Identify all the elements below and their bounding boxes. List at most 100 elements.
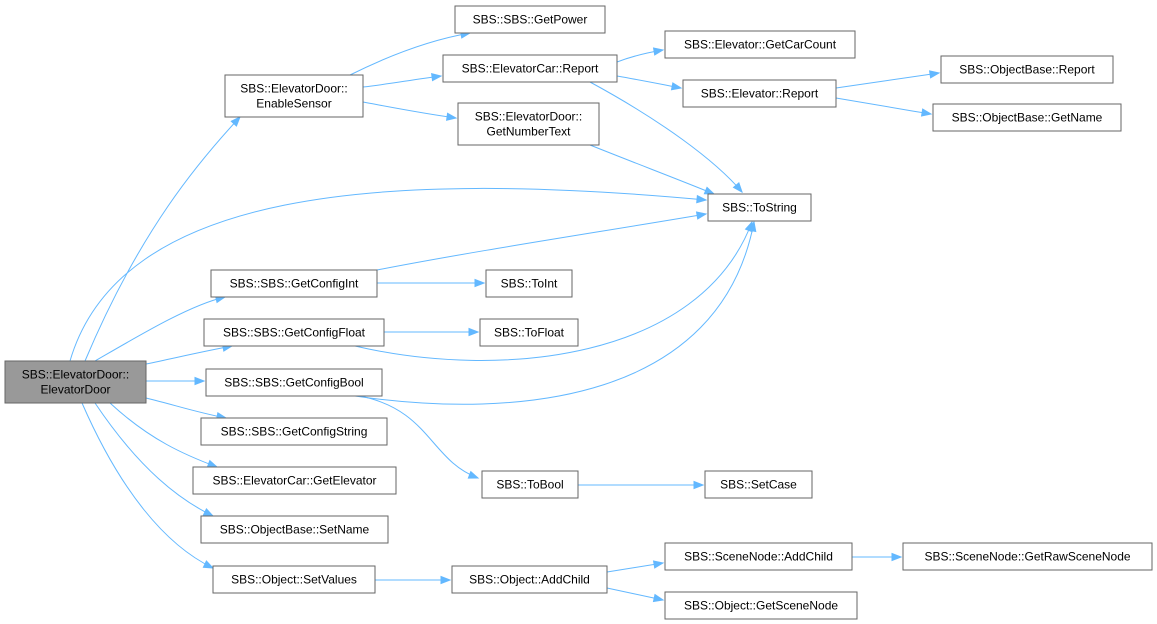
node-getRawSN[interactable]: SBS::SceneNode::GetRawSceneNode (902, 542, 1153, 571)
edge-enableSensor-to-getPower (349, 32, 471, 76)
node-box (932, 103, 1122, 132)
node-cfgFloat[interactable]: SBS::SBS::GetConfigFloat (203, 318, 385, 347)
node-setName[interactable]: SBS::ObjectBase::SetName (200, 515, 389, 544)
node-box (682, 79, 837, 108)
node-box (200, 515, 389, 544)
node-cfgBool[interactable]: SBS::SBS::GetConfigBool (205, 368, 383, 397)
node-root[interactable]: SBS::ElevatorDoor::ElevatorDoor (4, 360, 147, 404)
node-label: SBS::ToBool (496, 478, 563, 492)
node-box (664, 591, 858, 620)
arrowhead-enableSensor-to-carReport (431, 73, 443, 82)
node-label: SBS::ToInt (501, 277, 558, 291)
arrowhead-toBool-to-setCase (693, 480, 705, 490)
call-nodes: SBS::ElevatorDoor::ElevatorDoorSBS::Elev… (4, 5, 1153, 620)
node-cfgInt[interactable]: SBS::SBS::GetConfigInt (210, 269, 378, 298)
edge-carReport-to-toString (589, 81, 743, 193)
edge-enableSensor-to-carReport (362, 75, 442, 88)
node-getNumText[interactable]: SBS::ElevatorDoor::GetNumberText (457, 102, 600, 146)
node-box (200, 417, 388, 446)
node-box (704, 470, 813, 499)
arrowhead-elevReport-to-objReport (928, 70, 941, 79)
edge-cfgFloat-to-toString (354, 221, 753, 361)
node-label: SBS::Object::GetSceneNode (684, 599, 838, 613)
edge-cfgInt-to-toString (376, 213, 707, 271)
edge-enableSensor-to-getNumText (362, 101, 457, 119)
arrowhead-root-to-setName (202, 508, 215, 517)
node-carReport[interactable]: SBS::ElevatorCar::Report (442, 54, 618, 83)
node-box (442, 54, 618, 83)
arrowhead-carReport-to-getCarCount (652, 47, 665, 56)
node-label: SBS::ElevatorCar::Report (462, 62, 599, 76)
arrowhead-setValues-to-addChild (440, 575, 452, 585)
node-snAddChild[interactable]: SBS::SceneNode::AddChild (664, 542, 853, 571)
node-getElevator[interactable]: SBS::ElevatorCar::GetElevator (192, 466, 397, 495)
arrowhead-carReport-to-elevReport (670, 82, 683, 91)
node-label: SBS::ObjectBase::SetName (220, 523, 370, 537)
arrowhead-carReport-to-toString (732, 182, 743, 194)
node-label: SBS::SBS::GetPower (473, 13, 588, 27)
node-setCase[interactable]: SBS::SetCase (704, 470, 813, 499)
node-toBool[interactable]: SBS::ToBool (481, 470, 579, 499)
node-box (4, 360, 147, 404)
node-box (902, 542, 1153, 571)
node-getPower[interactable]: SBS::SBS::GetPower (454, 5, 606, 34)
node-label: SBS::Object::AddChild (469, 573, 590, 587)
node-addChild[interactable]: SBS::Object::AddChild (451, 565, 608, 594)
node-box (451, 565, 608, 594)
node-label: SBS::SetCase (720, 478, 797, 492)
node-label: SBS::ElevatorDoor:: (475, 110, 582, 124)
node-setValues[interactable]: SBS::Object::SetValues (212, 565, 376, 594)
node-getSN[interactable]: SBS::Object::GetSceneNode (664, 591, 858, 620)
edge-root-to-cfgString (145, 397, 227, 419)
node-cfgString[interactable]: SBS::SBS::GetConfigString (200, 417, 388, 446)
arrowhead-root-to-toString (696, 194, 708, 204)
call-edges (69, 30, 941, 603)
arrowhead-cfgBool-to-toString (748, 220, 757, 233)
node-label: SBS::SceneNode::GetRawSceneNode (924, 550, 1130, 564)
node-box (479, 318, 579, 347)
node-box (481, 470, 579, 499)
node-label: SBS::Object::SetValues (231, 573, 357, 587)
node-box (212, 565, 376, 594)
node-label: SBS::ElevatorDoor:: (240, 82, 347, 96)
node-label: SBS::ElevatorCar::GetElevator (212, 474, 376, 488)
node-toFloat[interactable]: SBS::ToFloat (479, 318, 579, 347)
node-label: SBS::ToFloat (494, 326, 565, 340)
edge-getNumText-to-toString (589, 144, 715, 195)
edge-elevReport-to-getName (835, 97, 932, 115)
node-objReport[interactable]: SBS::ObjectBase::Report (940, 55, 1114, 84)
edge-root-to-setName (94, 402, 214, 517)
arrowhead-getNumText-to-toString (703, 186, 716, 195)
node-label: SBS::ElevatorDoor:: (22, 368, 129, 382)
arrowhead-addChild-to-snAddChild (652, 560, 665, 569)
node-box (940, 55, 1114, 84)
node-elevReport[interactable]: SBS::Elevator::Report (682, 79, 837, 108)
edge-carReport-to-elevReport (616, 75, 682, 89)
node-box (205, 368, 383, 397)
node-box (203, 318, 385, 347)
edge-cfgBool-to-toBool (359, 395, 479, 479)
node-label: SBS::ObjectBase::Report (959, 63, 1095, 77)
node-label: GetNumberText (486, 125, 571, 139)
node-toInt[interactable]: SBS::ToInt (485, 269, 573, 298)
node-getCarCount[interactable]: SBS::Elevator::GetCarCount (664, 30, 856, 59)
node-label: SBS::ObjectBase::GetName (952, 111, 1103, 125)
edge-root-to-cfgFloat (145, 345, 233, 365)
edge-root-to-enableSensor (84, 116, 241, 362)
node-box (485, 269, 573, 298)
arrowhead-elevReport-to-getName (920, 108, 933, 117)
arrowhead-root-to-setValues (202, 560, 215, 569)
node-label: SBS::SceneNode::AddChild (684, 550, 833, 564)
node-enableSensor[interactable]: SBS::ElevatorDoor::EnableSensor (224, 74, 364, 118)
node-toString[interactable]: SBS::ToString (707, 193, 812, 222)
node-getName[interactable]: SBS::ObjectBase::GetName (932, 103, 1122, 132)
node-box (454, 5, 606, 34)
node-label: SBS::SBS::GetConfigString (221, 425, 368, 439)
node-label: SBS::SBS::GetConfigFloat (223, 326, 366, 340)
node-box (707, 193, 812, 222)
arrowhead-root-to-enableSensor (230, 115, 241, 127)
node-label: ElevatorDoor (40, 383, 110, 397)
arrowhead-cfgInt-to-toInt (474, 278, 486, 288)
edge-root-to-getElevator (109, 402, 218, 468)
